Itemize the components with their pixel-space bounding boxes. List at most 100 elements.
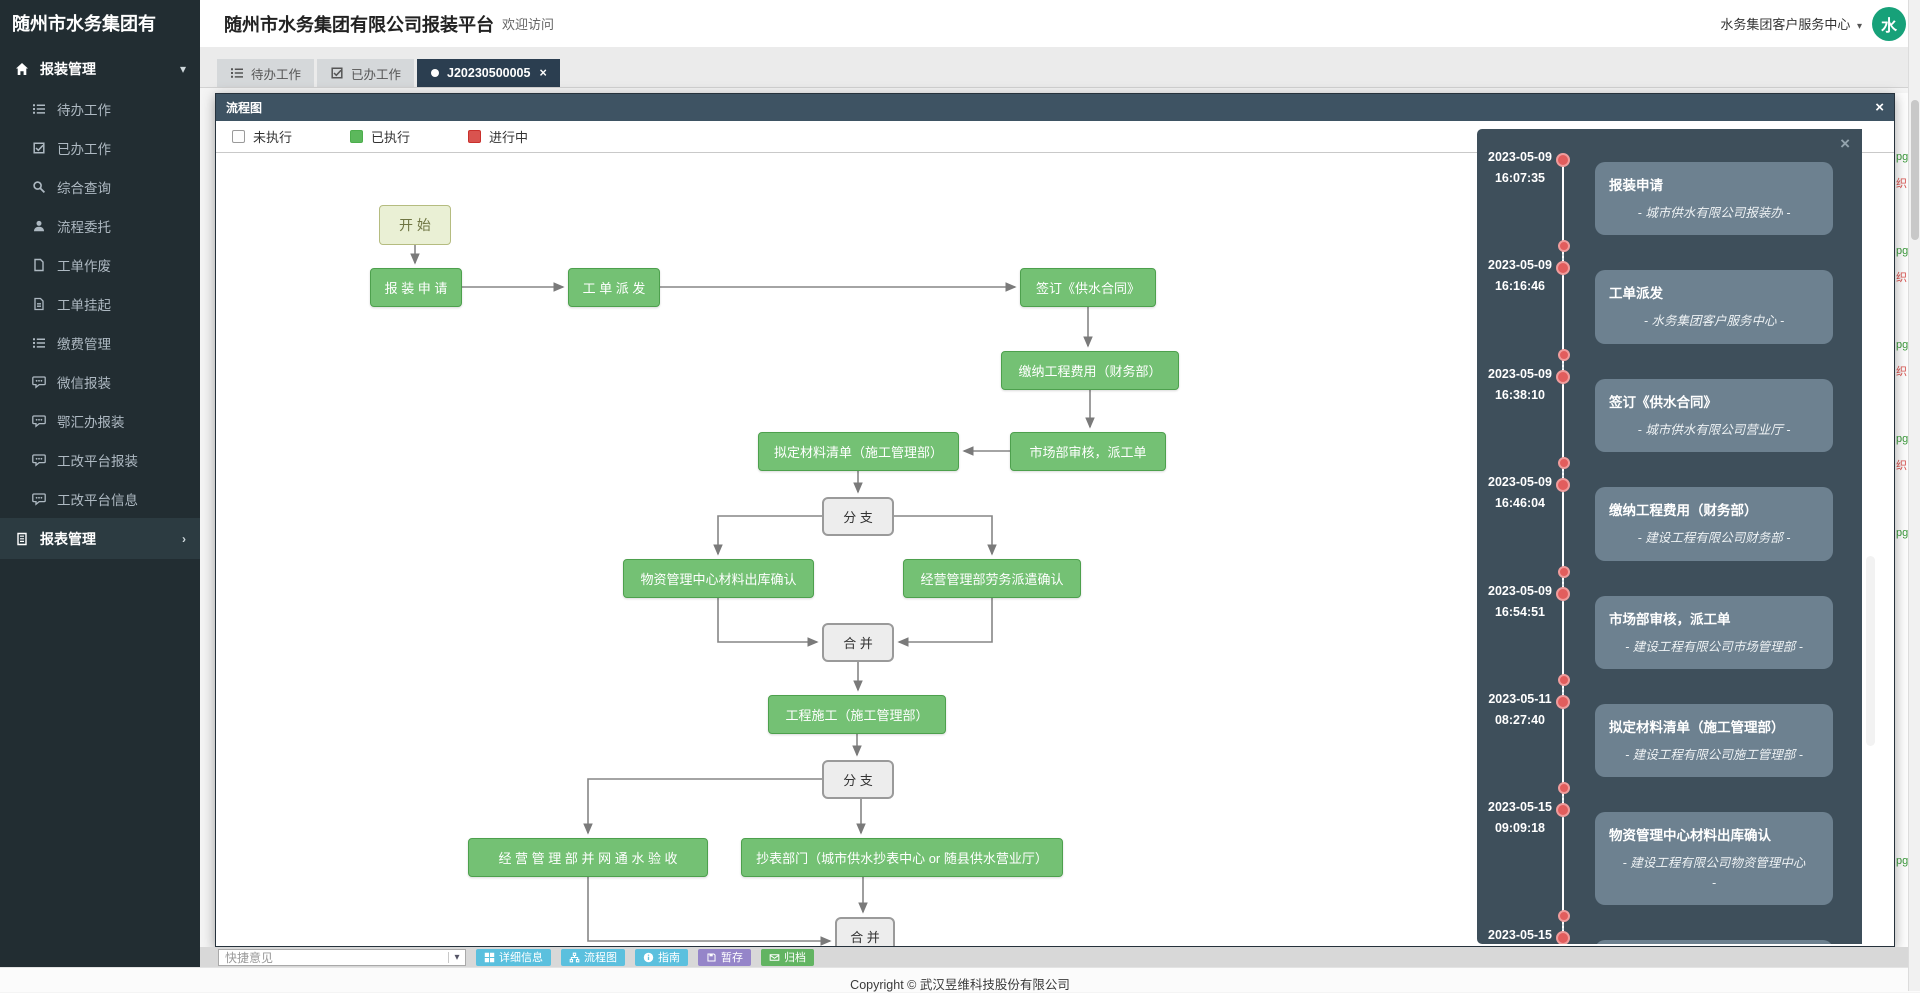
info-icon [643, 952, 654, 963]
timeline-dot [1556, 803, 1570, 818]
timeline-close-icon[interactable]: × [1840, 134, 1850, 153]
list-icon [31, 336, 46, 350]
sidebar-item-工改平台报装[interactable]: 工改平台报装 [0, 440, 200, 479]
timeline-axis [1562, 157, 1564, 944]
暂存-button[interactable]: 暂存 [698, 948, 751, 966]
flow-node-n1: 报 装 申 请 [370, 268, 462, 307]
sidebar-item-微信报装[interactable]: 微信报装 [0, 362, 200, 401]
edge-fragment: 织 [1896, 272, 1907, 284]
sidebar: 随州市水务集团有 报装管理▾待办工作已办工作综合查询流程委托工单作废工单挂起缴费… [0, 0, 200, 967]
flow-node-b1: 分 支 [822, 497, 894, 536]
legend-swatch [350, 130, 364, 143]
action-bar: 快捷意见 ▾ 详细信息流程图指南暂存归档 [200, 947, 1920, 967]
flow-connectors [410, 245, 1095, 946]
timeline-card-dept: - 城市供水有限公司营业厅 - [1637, 422, 1791, 437]
timeline-gap-dot [1558, 348, 1570, 361]
top-header: 随州市水务集团有限公司报装平台 欢迎访问 水务集团客户服务中心 ▾ 水 [200, 0, 1920, 48]
page-footer: Copyright © 武汉昱维科技股份有限公司 [0, 967, 1920, 992]
sidebar-item-综合查询[interactable]: 综合查询 [0, 167, 200, 206]
user-menu[interactable]: 水务集团客户服务中心 ▾ [1720, 17, 1862, 32]
详细信息-button[interactable]: 详细信息 [476, 948, 551, 966]
tab-J20230500005[interactable]: J20230500005× [417, 59, 560, 87]
tab-待办工作[interactable]: 待办工作 [217, 59, 315, 87]
timeline-dot [1556, 931, 1570, 944]
timeline-dot [1556, 586, 1570, 601]
list-icon [230, 66, 244, 80]
edge-fragment: pg [1896, 527, 1909, 539]
comment-icon [31, 453, 46, 467]
flow-node-n11: 抄表部门（城市供水抄表中心 or 随县供水营业厅） [741, 838, 1063, 877]
timeline-card: 报装申请- 城市供水有限公司报装办 - [1595, 162, 1833, 236]
flow-legend: 未执行已执行进行中 [216, 121, 1894, 153]
timeline-dot [1556, 261, 1570, 276]
sidebar-item-鄂汇办报装[interactable]: 鄂汇办报装 [0, 401, 200, 440]
legend-item-未执行: 未执行 [232, 127, 292, 146]
timeline-gap-dot [1558, 910, 1570, 922]
flow-node-b2: 分 支 [822, 760, 894, 799]
timeline-card-title: 报装申请 [1609, 178, 1663, 193]
tab-close-icon[interactable]: × [539, 66, 547, 80]
chevron-right-icon: › [182, 531, 186, 546]
sidebar-item-缴费管理[interactable]: 缴费管理 [0, 323, 200, 362]
flow-node-n5: 拟定材料清单（施工管理部） [758, 432, 959, 471]
timeline-card: 经营管理部劳务派遣确认- 建设工程有限公司经营管理部 - [1595, 940, 1833, 944]
sidebar-item-报装管理[interactable]: 报装管理▾ [0, 48, 200, 89]
sidebar-item-报表管理[interactable]: 报表管理› [0, 518, 200, 559]
report-icon [14, 532, 29, 546]
timeline-card-dept: - 建设工程有限公司财务部 - [1637, 531, 1791, 546]
tab-已办工作[interactable]: 已办工作 [317, 59, 415, 87]
timeline-card-title: 签订《供水合同》 [1609, 394, 1717, 410]
modal-close-icon[interactable]: × [1875, 99, 1884, 116]
edge-fragment: pg [1896, 433, 1909, 445]
quick-opinion-select[interactable]: 快捷意见 ▾ [218, 948, 466, 966]
avatar[interactable]: 水 [1872, 6, 1906, 41]
timeline-gap-dot [1558, 457, 1570, 470]
timeline-card: 缴纳工程费用（财务部）- 建设工程有限公司财务部 - [1595, 487, 1833, 561]
save-icon [706, 952, 717, 963]
flow-node-n7: 物资管理中心材料出库确认 [623, 559, 814, 598]
chevron-down-icon: ▾ [1856, 21, 1862, 32]
sidebar-item-待办工作[interactable]: 待办工作 [0, 89, 200, 128]
timeline-card-title: 市场部审核，派工单 [1609, 611, 1731, 627]
归档-button[interactable]: 归档 [761, 948, 814, 966]
流程图-button[interactable]: 流程图 [561, 948, 625, 966]
sidebar-item-工单作废[interactable]: 工单作废 [0, 245, 200, 284]
edge-fragment: pg [1896, 339, 1909, 351]
modal-scrollbar-thumb[interactable] [1866, 556, 1875, 746]
flow-node-n10: 经 营 管 理 部 并 网 通 水 验 收 [468, 838, 708, 877]
flow-node-n8: 经营管理部劳务派遣确认 [903, 559, 1081, 598]
search-icon [31, 180, 46, 194]
timeline-card: 物资管理中心材料出库确认- 建设工程有限公司物资管理中心 - [1595, 812, 1833, 905]
timeline-card-dept: - 水务集团客户服务中心 - [1643, 314, 1785, 329]
timeline-card: 市场部审核，派工单- 建设工程有限公司市场管理部 - [1595, 595, 1833, 669]
edge-fragment: pg [1896, 245, 1909, 257]
edge-fragment: pg [1896, 855, 1909, 867]
sidebar-item-流程委托[interactable]: 流程委托 [0, 206, 200, 245]
sidebar-item-工改平台信息[interactable]: 工改平台信息 [0, 479, 200, 518]
timeline-card: 签订《供水合同》 - 城市供水有限公司营业厅 - [1595, 378, 1833, 453]
dot-icon [430, 68, 440, 78]
browser-scrollbar[interactable] [1908, 0, 1920, 991]
flow-node-m1: 合 并 [822, 623, 894, 662]
flow-node-n6: 市场部审核，派工单 [1010, 432, 1166, 471]
timeline-card-dept: - 建设工程有限公司施工管理部 - [1625, 747, 1803, 762]
browser-scrollbar-thumb[interactable] [1911, 100, 1919, 240]
comment-icon [31, 492, 46, 506]
modal-title: 流程图 [226, 101, 263, 115]
sidebar-item-已办工作[interactable]: 已办工作 [0, 128, 200, 167]
timeline-gap-dot [1558, 673, 1570, 686]
timeline-dot [1556, 694, 1570, 709]
sidebar-item-工单挂起[interactable]: 工单挂起 [0, 284, 200, 323]
指南-button[interactable]: 指南 [635, 948, 688, 966]
legend-swatch [232, 130, 245, 143]
